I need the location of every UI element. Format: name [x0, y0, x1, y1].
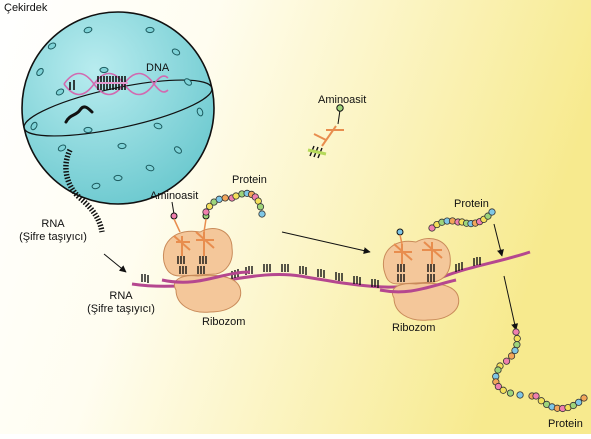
rna-label-lower-line1: RNA: [109, 290, 133, 302]
nucleus-label: Çekirdek: [4, 2, 48, 14]
rna-label-upper-line2: (Şifre taşıyıcı): [19, 231, 87, 243]
ribosome-left: [161, 228, 251, 313]
rna-label-upper: RNA (Şifre taşıyıcı): [14, 218, 92, 244]
dna-helix: [63, 72, 169, 96]
amino-acid-bead: [494, 366, 502, 374]
rna-label-lower: RNA (Şifre taşıyıcı): [80, 290, 162, 316]
rna-strand-exiting: [63, 148, 105, 233]
ribosome-right: [379, 238, 460, 321]
aminoacid-label-top: Aminoasit: [318, 94, 367, 106]
arrows: [103, 223, 519, 331]
amino-acid-bead: [215, 195, 223, 203]
ribosome-label-right: Ribozom: [392, 322, 436, 334]
aminoacid-label-left: Aminoasit: [150, 190, 199, 202]
amino-acid-bead: [206, 202, 214, 210]
amino-acid-bead: [232, 192, 240, 200]
amino-acid-bead: [511, 346, 519, 355]
amino-acid-bead: [513, 334, 521, 343]
amino-acid-bead: [428, 224, 436, 232]
amino-acid-bead: [221, 194, 229, 202]
ribosome-label-left: Ribozom: [202, 316, 246, 328]
amino-acid-bead: [256, 203, 265, 211]
protein-label-bottom: Protein: [548, 418, 583, 430]
rna-label-upper-line1: RNA: [41, 218, 65, 230]
protein-label-left: Protein: [232, 174, 267, 186]
amino-acid-bead: [516, 391, 524, 399]
amino-acid-bead: [575, 398, 583, 406]
amino-acid-bead: [513, 341, 521, 349]
trna-right-1: [393, 243, 413, 264]
protein-chain-right: [428, 208, 496, 232]
amino-acid-bead: [502, 357, 511, 365]
protein-chain-left: [202, 189, 266, 218]
nucleus: [21, 11, 215, 205]
amino-acid-bead: [258, 210, 266, 218]
amino-acid-bead: [507, 352, 516, 360]
amino-acid-bead: [512, 328, 520, 336]
nuclear-pores: [30, 26, 204, 190]
amino-acid-bead: [532, 392, 540, 400]
amino-acid-bead: [569, 401, 577, 410]
amino-acid-bead: [537, 397, 545, 405]
amino-acid-bead: [488, 208, 496, 216]
protein-chain-bottom: [492, 328, 588, 413]
trna-left-2: [195, 231, 215, 256]
amino-acid-bead: [499, 386, 507, 394]
amino-acid-bead: [506, 389, 515, 397]
dna-label: DNA: [146, 62, 170, 74]
amino-acid-bead: [580, 394, 588, 402]
protein-label-right: Protein: [454, 198, 489, 210]
right-trna-amino: [396, 228, 404, 245]
rna-label-lower-line2: (Şifre taşıyıcı): [87, 303, 155, 315]
amino-acid-bead: [494, 382, 502, 391]
amino-acid-bead: [202, 208, 210, 216]
free-trna: [307, 104, 344, 159]
rna-fragment: [64, 105, 94, 124]
trna-left-1: [173, 235, 191, 256]
trna-right-2: [422, 241, 443, 264]
